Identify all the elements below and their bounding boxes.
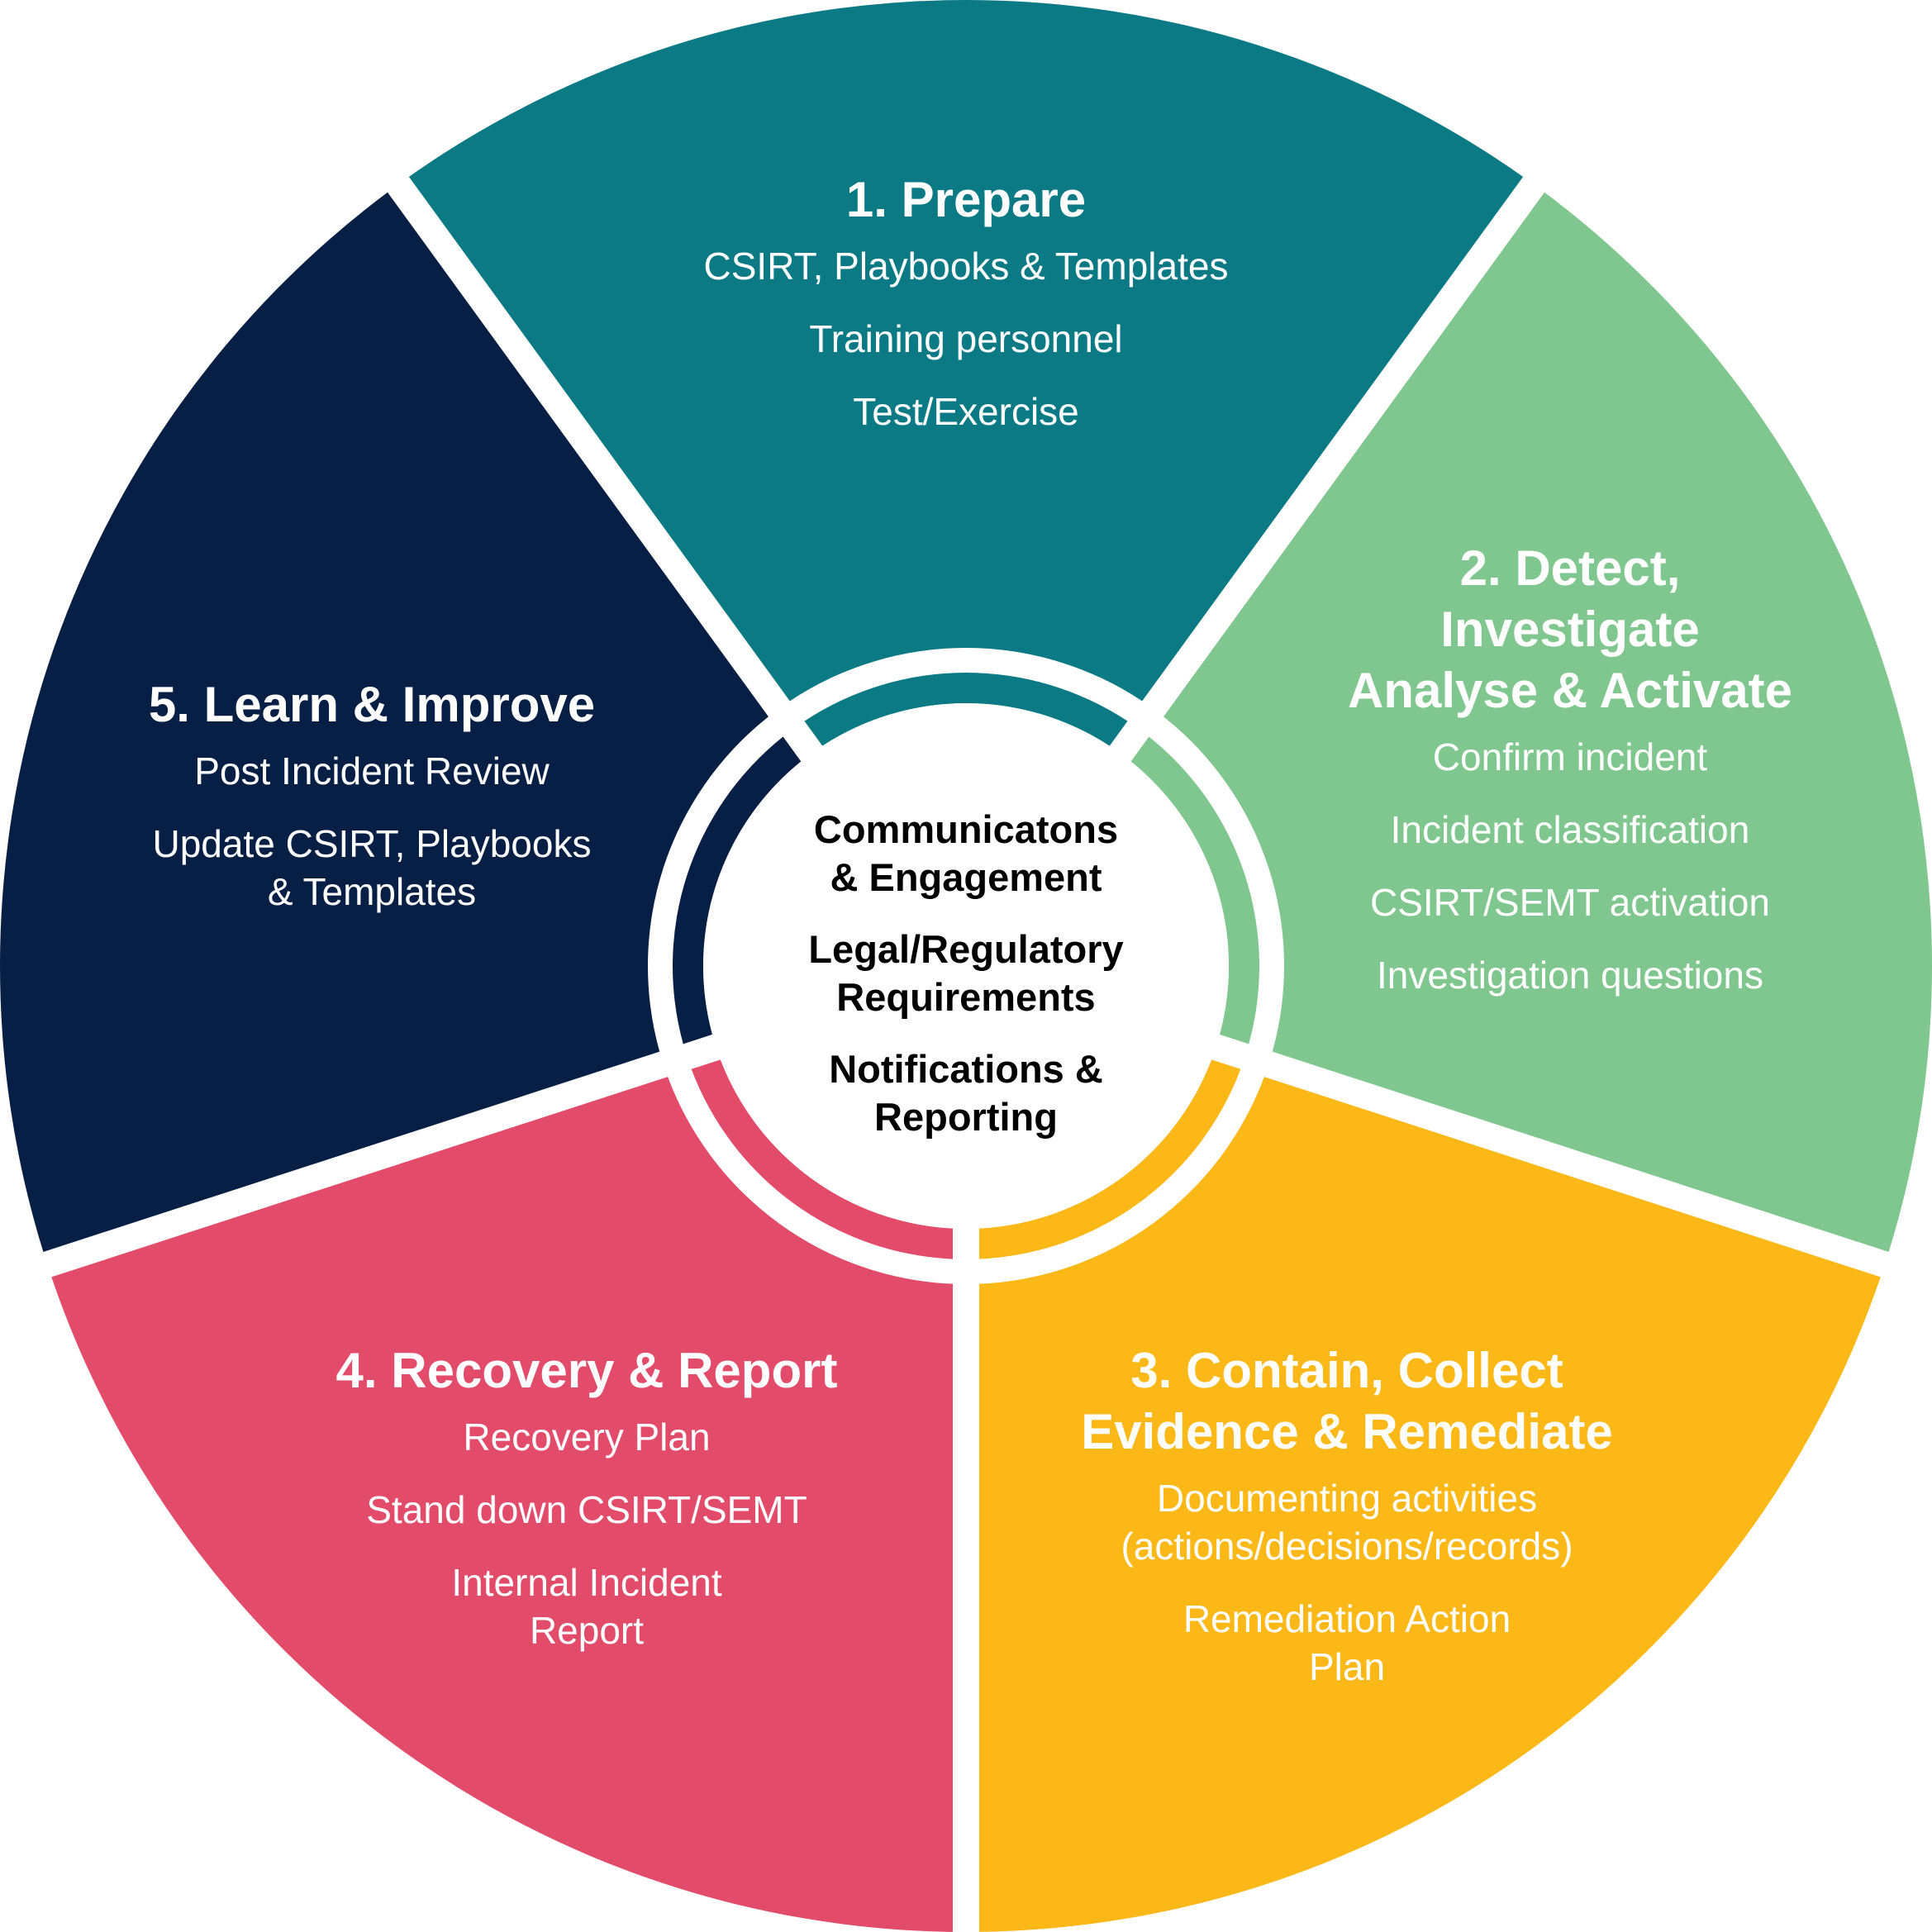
item-line: Notifications &	[829, 1047, 1103, 1091]
item-line: Legal/Regulatory	[808, 927, 1124, 971]
center-disc	[703, 703, 1229, 1229]
segment-recovery-title: 4. Recovery & Report	[335, 1343, 838, 1398]
inner-ring-detect-arc	[1130, 736, 1259, 1045]
item-line: Plan	[1308, 1645, 1386, 1688]
segment-prepare-shape	[408, 0, 1524, 702]
segment-recovery: 4. Recovery & Report Recovery Plan Stand…	[256, 1340, 917, 1654]
item-line: Communicatons	[813, 807, 1119, 851]
item-line: & Templates	[267, 870, 477, 913]
segment-learn-item: Post Incident Review	[83, 747, 661, 795]
item-line: Report	[529, 1609, 645, 1652]
item-line: Documenting activities	[1156, 1477, 1538, 1520]
segment-detect-title: 2. Detect,	[1459, 540, 1681, 596]
segment-recovery-item: Recovery Plan	[256, 1413, 917, 1461]
center-item-legal: Legal/Regulatory Requirements	[718, 926, 1214, 1021]
segment-contain-shape	[979, 1077, 1881, 1932]
segment-detect-title: Analyse & Activate	[1347, 663, 1792, 718]
segment-contain-title: 3. Contain, Collect	[1130, 1343, 1563, 1398]
inner-ring-prepare-arc	[804, 673, 1128, 746]
segment-prepare-item: Test/Exercise	[853, 390, 1079, 433]
item-line: Stand down CSIRT/SEMT	[366, 1488, 807, 1531]
item-line: Internal Incident	[451, 1561, 722, 1604]
segment-detect-item: Investigation questions	[1377, 954, 1763, 997]
inner-ring-contain-arc	[979, 1059, 1241, 1259]
segment-prepare-item: CSIRT, Playbooks & Templates	[703, 245, 1229, 288]
item-line: Requirements	[836, 975, 1096, 1019]
segment-recovery-shape	[51, 1077, 954, 1932]
item-line: Reporting	[874, 1095, 1058, 1139]
segment-detect-shape	[1163, 192, 1932, 1252]
segment-learn-item: Update CSIRT, Playbooks & Templates	[83, 820, 661, 916]
item-line: Post Incident Review	[194, 749, 550, 792]
item-line: Remediation Action	[1183, 1597, 1511, 1640]
segment-contain-item: Remediation Action Plan	[1016, 1595, 1677, 1691]
item-line: Update CSIRT, Playbooks	[152, 822, 592, 865]
segment-contain-item: Documenting activities (actions/decision…	[1016, 1474, 1677, 1570]
segment-detect: 2. Detect, Investigate Analyse & Activat…	[1281, 538, 1859, 999]
segment-detect-title: Investigate	[1440, 602, 1700, 657]
inner-ring-learn-arc	[673, 736, 802, 1045]
item-line: Recovery Plan	[463, 1416, 711, 1459]
segment-recovery-item: Stand down CSIRT/SEMT	[256, 1486, 917, 1534]
segment-prepare-title: 1. Prepare	[845, 172, 1087, 227]
center-hub: Communicatons & Engagement Legal/Regulat…	[718, 806, 1214, 1165]
segment-learn-shape	[0, 192, 769, 1252]
segment-learn: 5. Learn & Improve Post Incident Review …	[83, 674, 661, 916]
center-item-communications: Communicatons & Engagement	[718, 806, 1214, 902]
center-item-notifications: Notifications & Reporting	[718, 1045, 1214, 1141]
segment-learn-title: 5. Learn & Improve	[148, 677, 596, 732]
inner-ring-recovery-arc	[691, 1059, 953, 1259]
segment-detect-item: Confirm incident	[1432, 735, 1708, 778]
item-line: & Engagement	[830, 855, 1102, 899]
segment-detect-item: CSIRT/SEMT activation	[1369, 881, 1770, 924]
segment-prepare: 1. Prepare CSIRT, Playbooks & Templates …	[594, 169, 1338, 435]
segment-contain-title: Evidence & Remediate	[1081, 1404, 1613, 1459]
segment-recovery-item: Internal Incident Report	[256, 1558, 917, 1654]
segment-prepare-item: Training personnel	[809, 317, 1123, 360]
item-line: (actions/decisions/records)	[1121, 1525, 1573, 1568]
segment-contain: 3. Contain, Collect Evidence & Remediate…	[1016, 1340, 1677, 1691]
segment-detect-item: Incident classification	[1390, 808, 1750, 851]
